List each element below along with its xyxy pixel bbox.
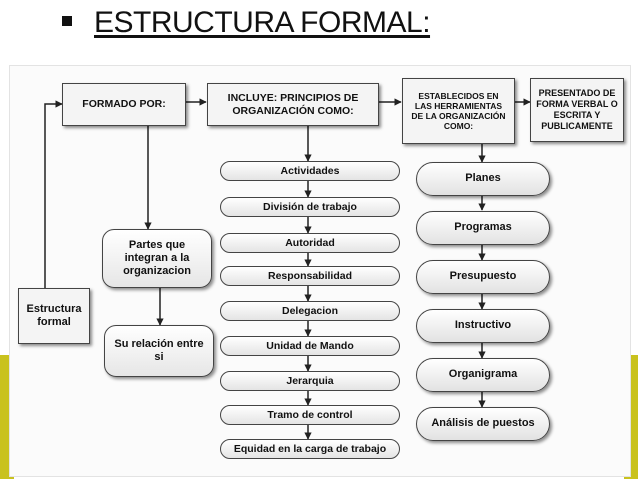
herramienta-instructivo: Instructivo bbox=[416, 309, 550, 343]
herramienta-programas: Programas bbox=[416, 211, 550, 245]
principio-tramo-control: Tramo de control bbox=[220, 405, 400, 425]
principio-jerarquia: Jerarquia bbox=[220, 371, 400, 391]
establecidos-herramientas-box: ESTABLECIDOS EN LAS HERRAMIENTAS DE LA O… bbox=[402, 78, 515, 144]
principio-equidad-carga: Equidad en la carga de trabajo bbox=[220, 439, 400, 459]
herramienta-organigrama: Organigrama bbox=[416, 358, 550, 392]
incluye-principios-box: INCLUYE: PRINCIPIOS DE ORGANIZACIÓN COMO… bbox=[207, 83, 379, 126]
principio-responsabilidad: Responsabilidad bbox=[220, 266, 400, 286]
estructura-formal-box: Estructura formal bbox=[18, 288, 90, 344]
square-bullet-icon bbox=[62, 16, 72, 27]
herramienta-presupuesto: Presupuesto bbox=[416, 260, 550, 294]
partes-organizacion-box: Partes que integran a la organizacion bbox=[102, 229, 212, 288]
herramienta-planes: Planes bbox=[416, 162, 550, 196]
formado-por-box: FORMADO POR: bbox=[62, 83, 186, 126]
herramienta-analisis-puestos: Análisis de puestos bbox=[416, 407, 550, 441]
presentado-forma-box: PRESENTADO DE FORMA VERBAL O ESCRITA Y P… bbox=[530, 78, 624, 142]
principio-autoridad: Autoridad bbox=[220, 233, 400, 253]
principio-delegacion: Delegacion bbox=[220, 301, 400, 321]
principio-unidad-mando: Unidad de Mando bbox=[220, 336, 400, 356]
principio-division-trabajo: División de trabajo bbox=[220, 197, 400, 217]
principio-actividades: Actividades bbox=[220, 161, 400, 181]
flowchart-figure: Estructura formal FORMADO POR: INCLUYE: … bbox=[9, 65, 631, 477]
relacion-entre-si-box: Su relación entre si bbox=[104, 325, 214, 377]
connector-lines bbox=[44, 98, 531, 440]
slide-title: ESTRUCTURA FORMAL: bbox=[62, 6, 431, 40]
